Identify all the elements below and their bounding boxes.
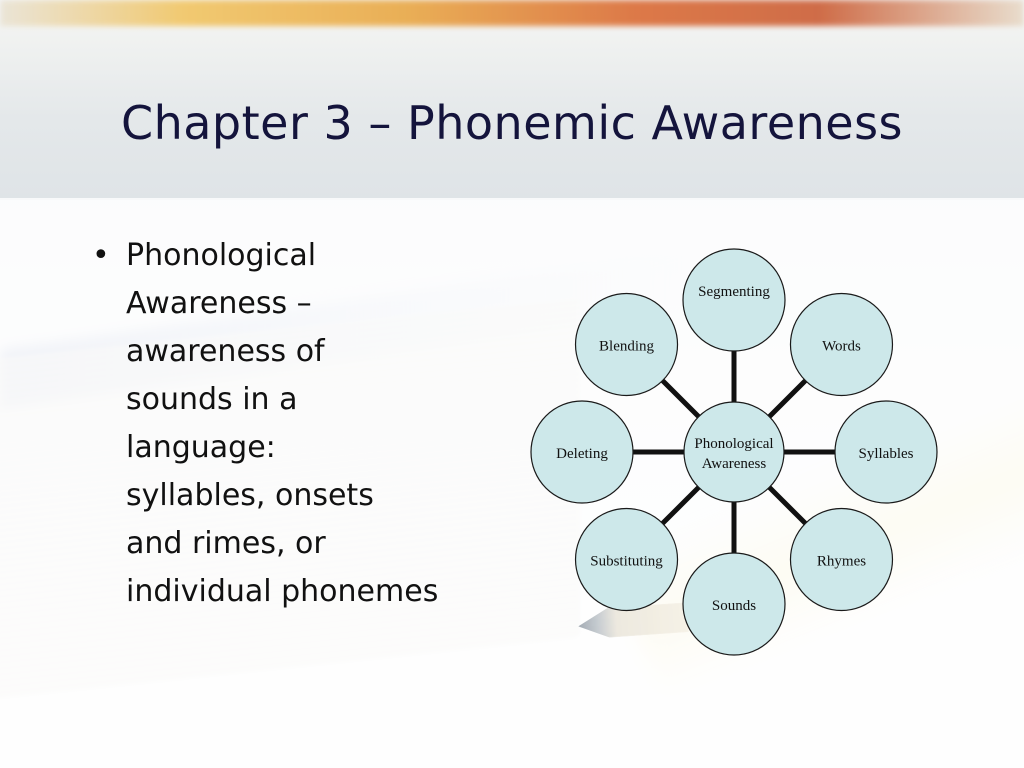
node-substituting: Substituting <box>574 507 679 612</box>
node-sounds: Sounds <box>682 552 786 656</box>
background-top-band <box>0 20 1024 200</box>
node-label: Rhymes <box>817 553 866 569</box>
bullet-text: Phonological Awareness – awareness of so… <box>126 238 439 609</box>
spoke-blending <box>660 378 701 419</box>
node-label: Words <box>822 339 861 355</box>
spoke-substituting <box>660 485 701 526</box>
center-node-label: Phonological <box>694 436 773 452</box>
bullet-list: • Phonological Awareness – awareness of … <box>86 232 506 616</box>
node-circle <box>682 248 786 352</box>
spoke-rhymes <box>767 485 808 526</box>
bullet-dot-icon: • <box>92 238 110 273</box>
background-pencil-top <box>0 0 1024 26</box>
node-label: Substituting <box>590 553 663 569</box>
node-deleting: Deleting <box>530 400 634 504</box>
slide-title: Chapter 3 – Phonemic Awareness <box>120 96 904 150</box>
center-node-label: Awareness <box>702 456 767 472</box>
node-blending: Blending <box>574 292 679 397</box>
node-label: Blending <box>599 339 654 355</box>
node-syllables: Syllables <box>834 400 938 504</box>
node-label: Deleting <box>556 446 608 462</box>
node-label: Segmenting <box>698 284 770 300</box>
node-label: Sounds <box>712 598 756 614</box>
node-rhymes: Rhymes <box>789 507 894 612</box>
node-segmenting: Segmenting <box>682 248 786 352</box>
node-circle <box>789 507 894 612</box>
node-circle <box>574 507 679 612</box>
node-circle <box>789 292 894 397</box>
node-circle <box>682 552 786 656</box>
bullet-item: • Phonological Awareness – awareness of … <box>86 232 506 616</box>
node-circle <box>530 400 634 504</box>
node-circle <box>834 400 938 504</box>
node-words: Words <box>789 292 894 397</box>
center-node-circle <box>683 401 785 503</box>
node-circle <box>574 292 679 397</box>
node-label: Syllables <box>859 446 914 462</box>
spoke-words <box>767 378 808 419</box>
